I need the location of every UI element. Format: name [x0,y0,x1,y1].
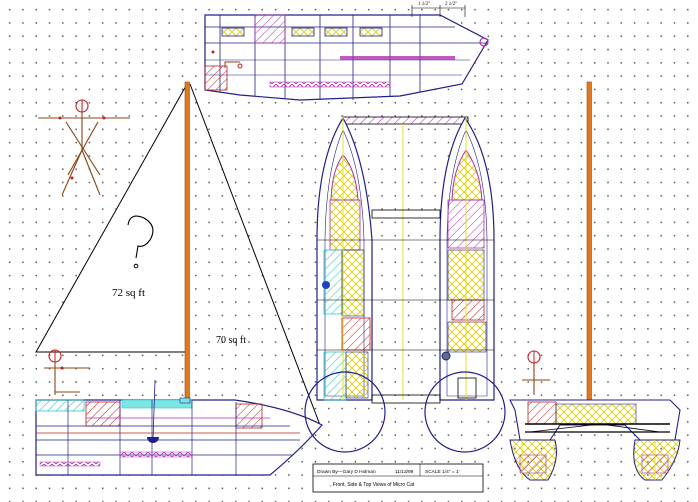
mast-side-view [184,81,190,401]
top-view-hull: 1 1/2" 2 1/2" [204,2,489,101]
title-block: Drawn By—Gary D Holman 11/13/99 SCALE 1/… [312,463,484,493]
dimension-label-1: 1 1/2" [418,2,430,7]
main-sail-area-label: 72 sq ft [112,287,145,299]
dimension-label-2: 2 1/2" [445,2,457,7]
drawn-by-label: Drawn By—Gary D Holman [317,469,376,475]
front-view-hulls [304,116,506,453]
jib-sail-area-label: 70 sq ft [216,335,246,346]
drawing-title: , Front, Side & Top Views of Micro Cat [330,482,415,488]
drawn-date-label: 11/13/99 [395,469,414,475]
rear-view [509,81,681,481]
scale-label: SCALE 1/4" = 1' [425,469,460,475]
side-view-sails: 72 sq ft 70 sq ft [35,81,321,426]
mast-rear-view [586,81,592,401]
side-view-hull [35,349,323,476]
human-scale-figure [38,99,130,196]
